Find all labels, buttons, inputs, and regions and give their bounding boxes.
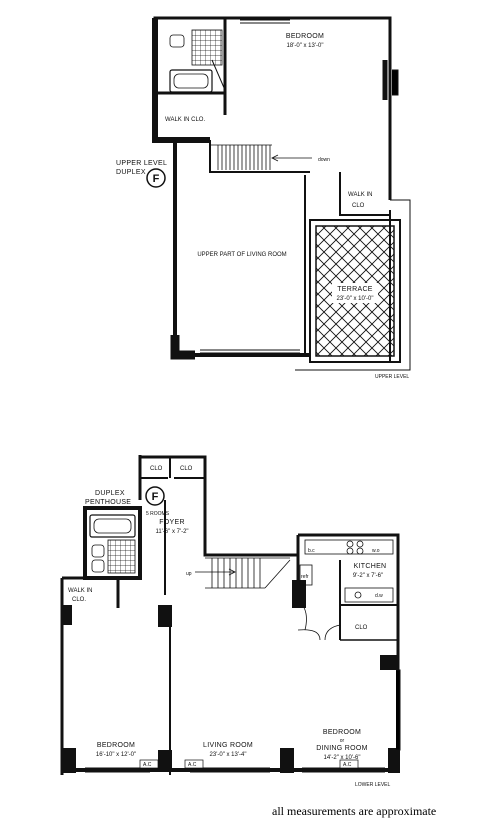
upper-bedroom-name: BEDROOM xyxy=(286,33,324,40)
ac-label-2: A.C xyxy=(188,762,197,768)
terrace-label-bg xyxy=(332,283,378,303)
appliance-refr: refr xyxy=(301,574,309,580)
upper-badge-letter: F xyxy=(153,173,160,185)
closet-3-label: CLO xyxy=(355,625,368,631)
lower-level: up CLO CLO DUPLEX PENTHOUSE F 5 ROOMS FO… xyxy=(60,455,401,788)
terrace-name: TERRACE xyxy=(337,286,373,293)
lower-title-line2: PENTHOUSE xyxy=(85,499,131,506)
measurements-disclaimer: all measurements are approximate xyxy=(272,804,437,818)
upper-bathroom xyxy=(169,29,226,93)
upper-walk-in-closet-2-line1: WALK IN xyxy=(348,192,372,198)
living-room-name: LIVING ROOM xyxy=(203,742,253,749)
upper-windows xyxy=(200,19,399,354)
bedroom-dining-name-line2: or xyxy=(340,738,345,744)
foyer-dims: 11'-6" x 7'-2" xyxy=(155,529,188,535)
stair-up-label: up xyxy=(186,571,192,577)
stair-down-label: down xyxy=(318,157,330,163)
lower-badge-circle xyxy=(145,486,165,506)
closet-1-label: CLO xyxy=(150,466,163,472)
terrace-dims: 23'-0" x 10'-0" xyxy=(337,296,374,302)
upper-walk-in-closet: WALK IN CLO. xyxy=(165,117,205,123)
bedroom-left-name: BEDROOM xyxy=(97,742,135,749)
ac-label-1: A.C xyxy=(143,762,152,768)
upper-level-title-line2: DUPLEX xyxy=(116,169,146,176)
ac-units xyxy=(139,759,359,769)
rooms-count: 5 ROOMS xyxy=(146,511,170,517)
upper-level: down TERRACE 23'-0" x 10'-0" BEDROOM 18'… xyxy=(116,16,411,380)
foyer-name: FOYER xyxy=(159,519,185,526)
lower-bathroom xyxy=(89,514,136,574)
bedroom-left-dims: 16'-10" x 12'-0" xyxy=(96,752,136,758)
upper-stair xyxy=(210,144,312,170)
kitchen-name: KITCHEN xyxy=(354,563,387,570)
upper-bedroom-dims: 18'-0" x 13'-0" xyxy=(287,43,324,49)
upper-level-caption: UPPER LEVEL xyxy=(375,374,409,380)
bedroom-dining-name-line3: DINING ROOM xyxy=(316,745,368,752)
lower-walk-in-closet-line1: WALK IN xyxy=(68,588,92,594)
kitchen-dims: 9'-2" x 7'-6" xyxy=(353,573,383,579)
upper-walls xyxy=(152,16,411,371)
bedroom-dining-dims: 14'-2" x 10'-6" xyxy=(324,755,361,761)
lower-walk-in-closet-line2: CLO. xyxy=(72,597,86,603)
living-room-dims: 23'-0" x 13'-4" xyxy=(210,752,247,758)
appliance-wo: w.o xyxy=(372,548,380,554)
closet-2-label: CLO xyxy=(180,466,193,472)
ac-label-3: A.C xyxy=(343,762,352,768)
upper-level-title-line1: UPPER LEVEL xyxy=(116,160,167,167)
lower-walls xyxy=(60,455,400,775)
kitchen-fixtures xyxy=(297,539,394,641)
appliance-dw: d.w xyxy=(375,593,383,599)
bedroom-dining-name-line1: BEDROOM xyxy=(323,729,361,736)
lower-stair xyxy=(195,557,291,589)
lower-badge-letter: F xyxy=(152,491,159,503)
upper-badge-circle xyxy=(146,168,166,188)
upper-walk-in-closet-2-line2: CLO xyxy=(352,203,365,209)
lower-title-line1: DUPLEX xyxy=(95,490,125,497)
upper-living-room-label: UPPER PART OF LIVING ROOM xyxy=(197,252,286,258)
appliance-bc: b.c xyxy=(308,548,315,554)
lower-level-caption: LOWER LEVEL xyxy=(355,782,391,788)
